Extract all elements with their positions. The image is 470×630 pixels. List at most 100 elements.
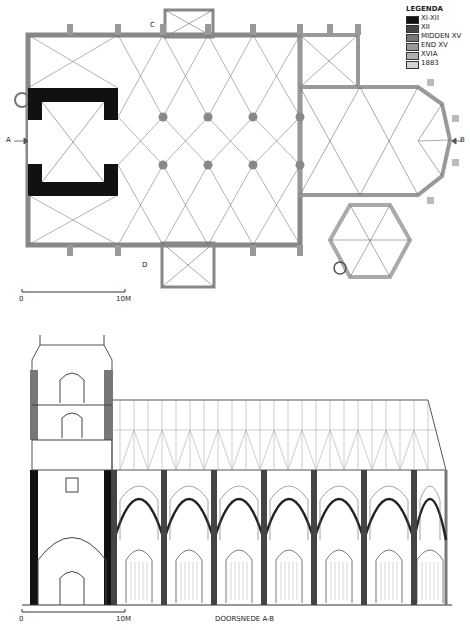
pier <box>249 161 258 170</box>
upper-arch <box>370 486 408 540</box>
vault-rib <box>28 35 118 88</box>
buttress <box>355 24 361 35</box>
vault-arch <box>264 499 314 540</box>
truss <box>316 400 317 470</box>
legend-swatch <box>406 25 419 33</box>
vault-arch <box>314 499 364 540</box>
truss <box>358 400 359 470</box>
vault-rib <box>208 117 253 165</box>
window-mullion <box>239 562 240 600</box>
window-mullion <box>139 562 140 600</box>
legend-heading: LEGENDA <box>406 6 443 13</box>
pier <box>211 470 217 605</box>
section-vaults-trusses <box>111 400 446 605</box>
window-mullion <box>438 562 439 600</box>
pier <box>411 470 417 605</box>
legend-swatch <box>406 61 419 69</box>
buttress <box>115 245 121 256</box>
vault-rib <box>28 195 118 245</box>
upper-arch <box>270 486 308 540</box>
section-mark: A <box>6 137 11 144</box>
truss <box>176 400 177 470</box>
window <box>126 550 152 603</box>
buttress <box>297 24 303 35</box>
vault-rib <box>118 117 163 165</box>
window-mullion <box>131 562 132 600</box>
window-mullion <box>231 562 232 600</box>
vault-rib <box>253 117 300 165</box>
window <box>417 550 443 603</box>
buttress <box>427 197 434 204</box>
buttress <box>250 245 256 256</box>
window-mullion <box>185 562 186 600</box>
window-mullion <box>293 562 294 600</box>
window-mullion <box>235 562 236 600</box>
vault-rib <box>118 35 163 117</box>
vault-rib <box>118 117 163 165</box>
truss <box>274 400 275 470</box>
pier <box>361 470 367 605</box>
truss <box>302 400 303 470</box>
upper-arch <box>120 486 158 540</box>
vault-rib <box>208 165 253 245</box>
buttress <box>205 24 211 35</box>
window-mullion <box>285 562 286 600</box>
truss <box>134 400 135 470</box>
window-mullion <box>197 562 198 600</box>
window-mullion <box>422 562 423 600</box>
window-mullion <box>143 562 144 600</box>
truss <box>344 430 372 470</box>
vault-arch <box>364 499 414 540</box>
vault-rib <box>163 35 208 117</box>
window-mullion <box>434 562 435 600</box>
window-mullion <box>189 562 190 600</box>
window-mullion <box>289 562 290 600</box>
truss <box>260 430 288 470</box>
window-mullion <box>193 562 194 600</box>
vault-rib <box>253 35 300 117</box>
vault-rib <box>163 117 208 165</box>
truss <box>414 400 415 470</box>
vault-arch <box>164 499 214 540</box>
window <box>376 550 402 603</box>
truss <box>148 430 176 470</box>
legend-text: 1883 <box>421 60 439 67</box>
truss <box>316 430 344 470</box>
vault-rib <box>163 35 208 117</box>
vault-rib <box>208 165 253 245</box>
truss <box>372 430 400 470</box>
window-mullion <box>135 562 136 600</box>
truss <box>288 430 316 470</box>
legend-text: XVIA <box>421 51 437 58</box>
window-mullion <box>243 562 244 600</box>
truss <box>204 430 232 470</box>
vault-rib <box>163 117 208 165</box>
vault-arch <box>214 499 264 540</box>
truss <box>112 430 438 431</box>
pier <box>161 470 167 605</box>
window-mullion <box>393 562 394 600</box>
vault-rib <box>253 165 300 245</box>
window <box>326 550 352 603</box>
longitudinal-section <box>22 335 452 612</box>
window-mullion <box>347 562 348 600</box>
vault-rib <box>253 165 300 245</box>
truss <box>400 400 401 470</box>
pier <box>111 470 117 605</box>
vault-rib <box>118 165 163 245</box>
pier <box>204 113 213 122</box>
window-mullion <box>335 562 336 600</box>
vault-rib <box>163 165 208 245</box>
vault-rib <box>28 35 118 88</box>
legend-swatch <box>406 43 419 51</box>
scale-number: 10M <box>116 616 131 623</box>
window-mullion <box>381 562 382 600</box>
section-mark: D <box>142 262 147 269</box>
plan-vaults-piers <box>28 24 459 256</box>
window-mullion <box>343 562 344 600</box>
legend-swatch <box>406 16 419 24</box>
truss <box>232 430 260 470</box>
window-mullion <box>385 562 386 600</box>
